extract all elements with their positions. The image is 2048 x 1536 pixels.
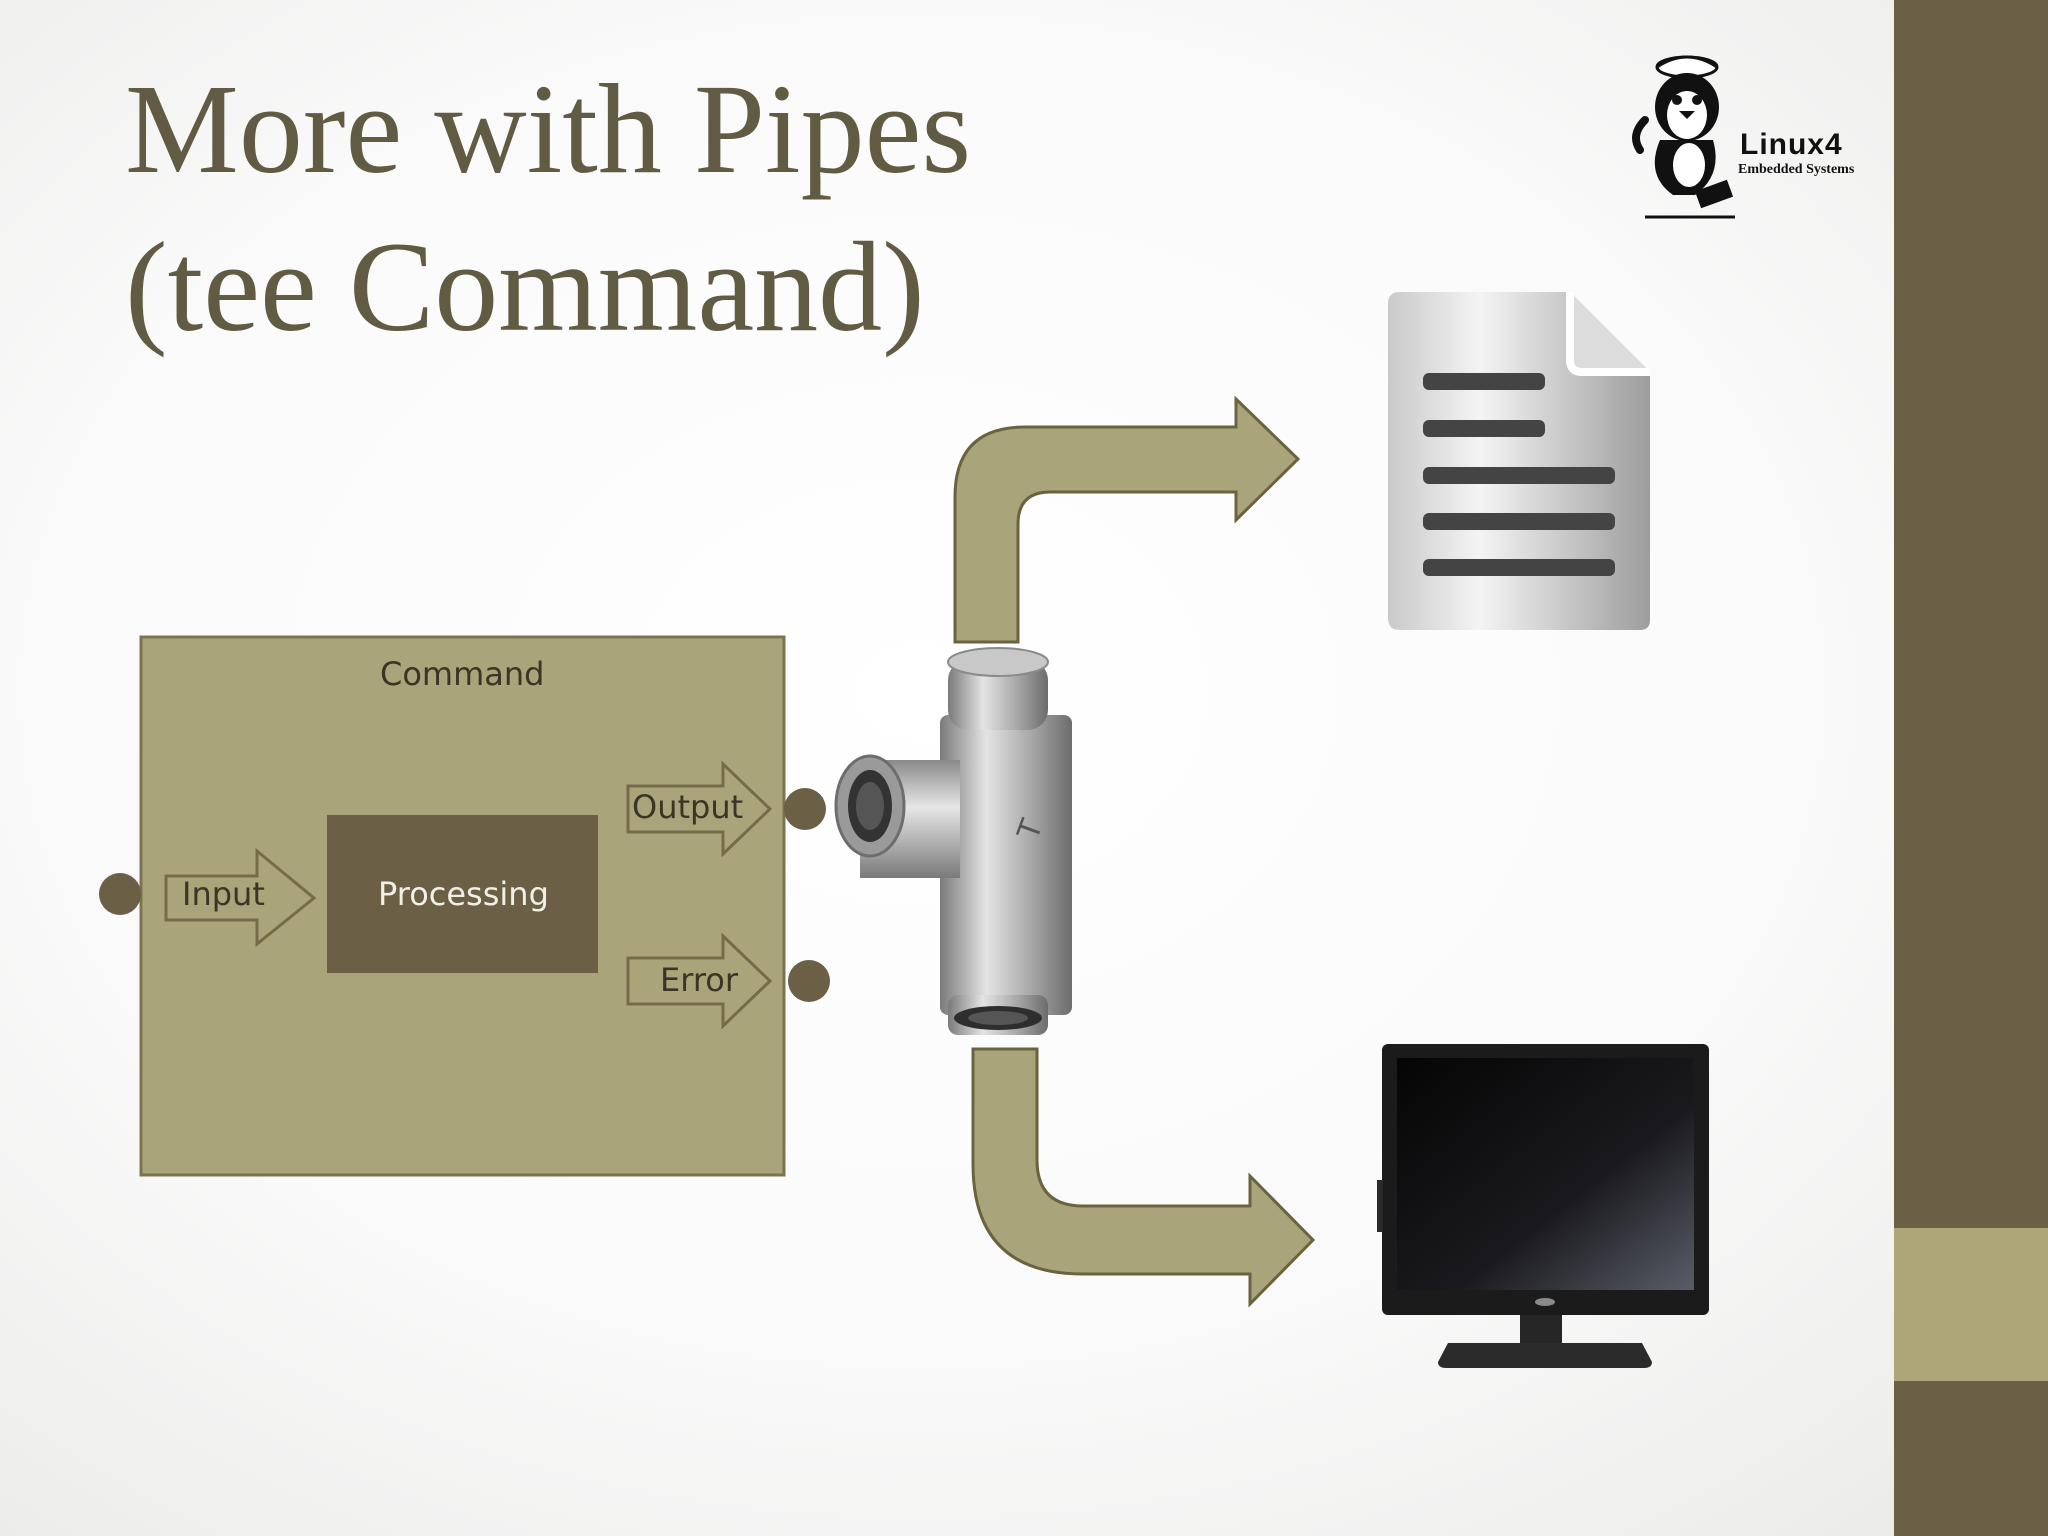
file-arrow <box>953 395 1301 644</box>
monitor-icon <box>1377 1044 1709 1368</box>
error-arrow <box>626 932 773 1030</box>
output-dot <box>784 788 826 830</box>
logo-tagline: Embedded Systems <box>1738 162 1855 177</box>
logo-name: Linux4 <box>1740 128 1843 161</box>
error-label: Error <box>660 961 738 999</box>
input-dot <box>99 873 141 915</box>
title-line-2: (tee Command) <box>125 216 925 358</box>
input-arrow <box>164 847 317 948</box>
output-label: Output <box>632 788 744 826</box>
penguin-logo-icon <box>1632 55 1735 219</box>
slide-title: More with Pipes (tee Command) <box>125 50 1125 366</box>
title-line-1: More with Pipes <box>125 58 972 200</box>
document-icon <box>1388 292 1650 630</box>
processing-label: Processing <box>378 875 549 913</box>
sidebar-accent-bar <box>1894 1228 2048 1381</box>
command-label: Command <box>380 655 545 693</box>
linux4-logo: Linux4 Embedded Systems <box>1625 45 1865 225</box>
screen-arrow <box>971 1047 1316 1308</box>
input-label: Input <box>182 875 265 913</box>
tee-fitting-icon: T <box>834 647 1072 1035</box>
output-arrow <box>626 760 773 858</box>
error-dot <box>788 960 830 1002</box>
processing-box <box>327 815 598 973</box>
